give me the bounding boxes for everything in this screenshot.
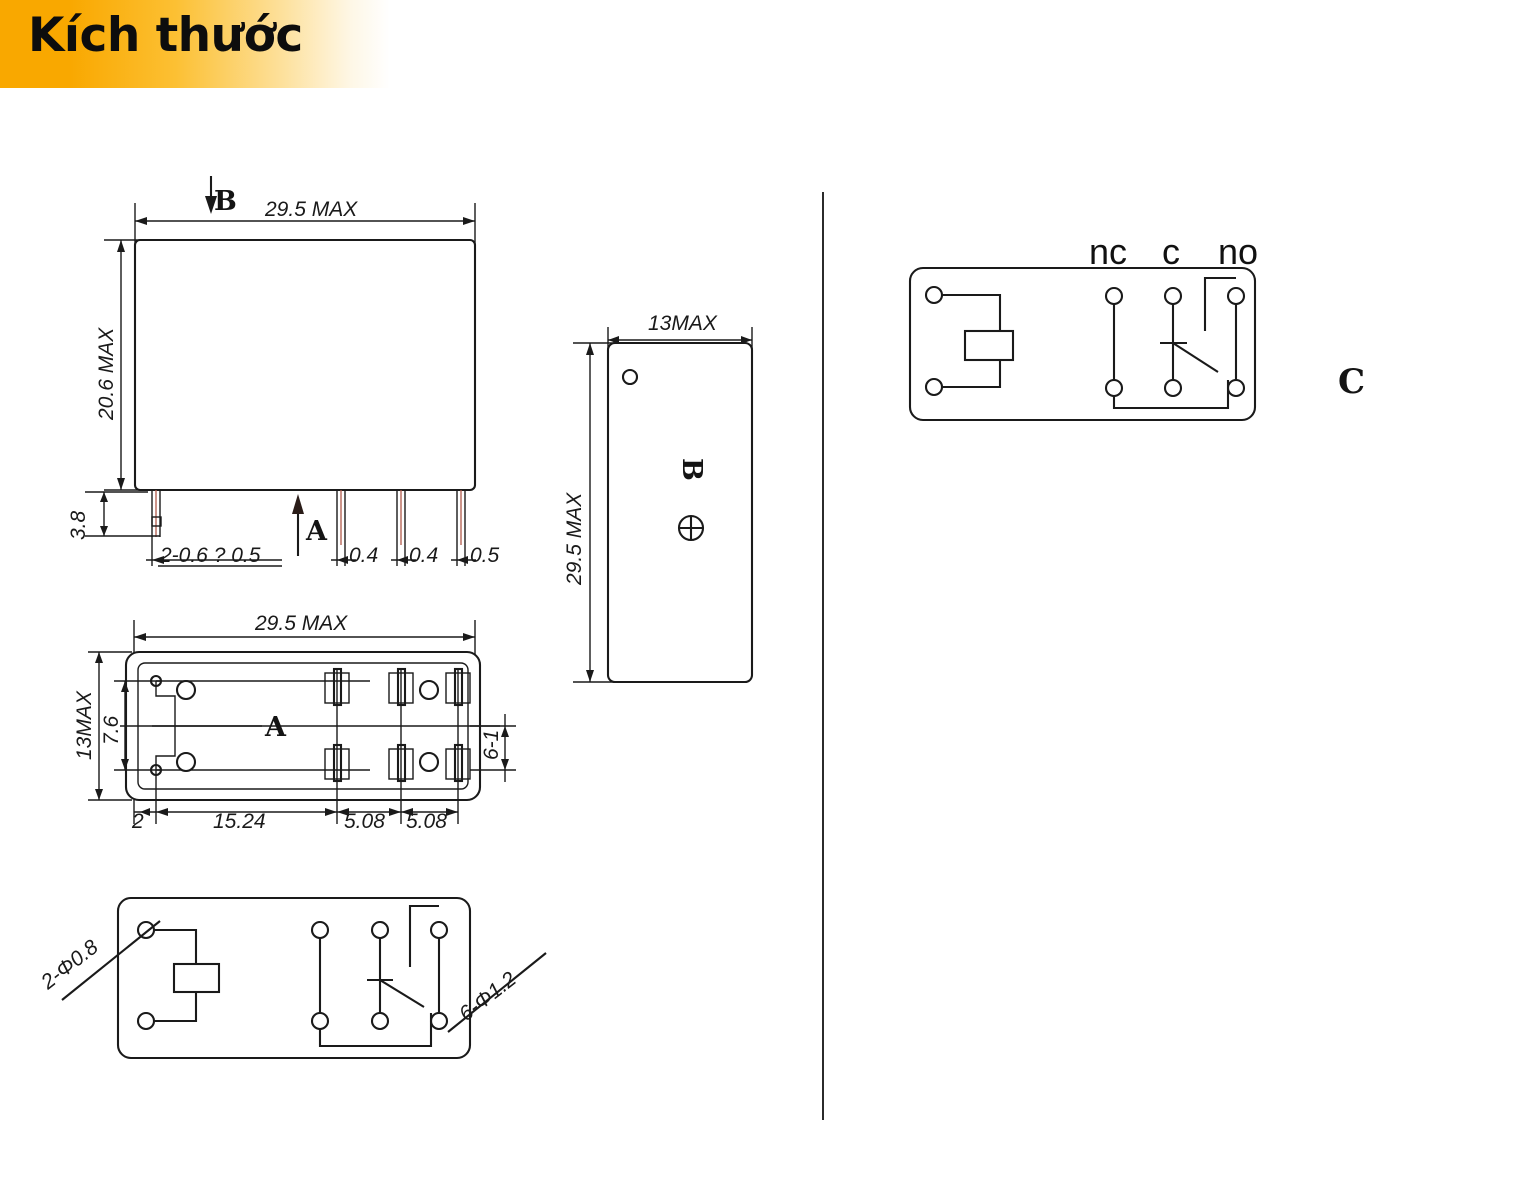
bottom-view-label: A	[264, 712, 287, 743]
dim-front-bottom-chain	[146, 536, 476, 566]
side-height-label: 29.5 MAX	[563, 492, 586, 586]
pcb-hole-c-bottom	[370, 1011, 390, 1031]
bottom-footprint-view	[88, 620, 516, 824]
front-section-arrow-b-label: B	[214, 186, 237, 217]
section-arrow-a	[292, 494, 304, 556]
dim-front-height	[104, 239, 140, 491]
pcb-coil-symbol	[172, 962, 221, 994]
side-vent-hole	[621, 368, 639, 386]
pcb-hole-no-bottom	[429, 1011, 449, 1031]
schematic-terminal-nc-top	[1104, 286, 1124, 306]
footprint-pocket-left	[155, 681, 176, 770]
dim-bottom-extension-lines	[133, 669, 459, 824]
footprint-coil-pins	[149, 674, 197, 777]
front-pin-width: 0.5	[470, 544, 500, 567]
front-coil-pin-note: 2-0.6 ? 0.5	[159, 544, 261, 567]
dim-bottom-pad-note	[470, 714, 516, 782]
schematic-terminal-label-no: no	[1218, 231, 1258, 272]
wiring-schematic-view	[908, 266, 1257, 422]
header-banner: Kích thước	[0, 0, 390, 88]
side-target-symbol	[677, 514, 705, 542]
dim-side-height	[573, 342, 614, 683]
bottom-edge-offset-label: 2	[131, 810, 144, 833]
page-title: Kích thước	[28, 8, 303, 63]
pcb-hole-layout-view	[61, 896, 547, 1060]
schematic-terminal-nc-bottom	[1104, 378, 1124, 398]
schematic-terminal-no-top	[1226, 286, 1246, 306]
front-pins	[151, 490, 466, 545]
schematic-outline	[908, 266, 1257, 422]
side-elevation-view	[573, 327, 754, 684]
front-section-arrow-a-label: A	[305, 516, 328, 547]
front-width-label: 29.5 MAX	[264, 198, 358, 221]
side-view-label: B	[676, 458, 707, 481]
schematic-terminal-no-bottom	[1226, 378, 1246, 398]
dim-bottom-height	[88, 651, 132, 801]
section-arrow-b	[205, 176, 217, 214]
schematic-coil-symbol	[963, 329, 1015, 362]
schematic-contact-circuit	[1104, 276, 1246, 410]
pcb-hole-no-top	[429, 920, 449, 940]
pcb-leader-coil	[61, 920, 161, 1001]
front-pin-gap-2: 0.4	[409, 544, 438, 567]
pcb-leader-contact	[447, 952, 547, 1033]
dim-bottom-chain	[134, 808, 458, 816]
pcb-coil-hole-label: 2-Φ0.8	[36, 935, 103, 994]
schematic-coil-terminal-top	[924, 285, 944, 305]
pcb-coil-circuit	[136, 920, 221, 1031]
pcb-hole-nc-bottom	[310, 1011, 330, 1031]
dim-front-width	[134, 203, 476, 246]
pcb-coil-hole-bottom	[136, 1011, 156, 1031]
schematic-terminal-c-top	[1163, 286, 1183, 306]
front-elevation-view	[85, 176, 477, 567]
relay-body-front	[133, 238, 477, 492]
relay-body-side	[606, 341, 754, 684]
schematic-terminal-c-bottom	[1163, 378, 1183, 398]
bottom-pad-note-label: 6-1	[480, 730, 503, 760]
schematic-coil-terminal-bottom	[924, 377, 944, 397]
pcb-outline	[116, 896, 472, 1060]
front-pin-length-label: 3.8	[67, 510, 90, 540]
bottom-pitch-2-label: 5.08	[406, 810, 447, 833]
front-height-label: 20.6 MAX	[95, 327, 118, 421]
dim-pin-length	[85, 491, 162, 537]
pcb-hole-c-top	[370, 920, 390, 940]
side-width-label: 13MAX	[648, 312, 718, 335]
pcb-hole-nc-top	[310, 920, 330, 940]
pcb-contact-circuit	[310, 904, 449, 1048]
schematic-terminal-label-nc: nc	[1089, 231, 1127, 272]
schematic-view-label: C	[1338, 362, 1365, 402]
schematic-coil-circuit	[924, 285, 1015, 397]
bottom-pitch-vertical-label: 7.6	[100, 715, 123, 745]
bottom-width-label: 29.5 MAX	[254, 612, 348, 635]
schematic-terminal-label-c: c	[1162, 231, 1180, 272]
bottom-height-label: 13MAX	[73, 690, 96, 760]
bottom-span-label: 15.24	[213, 810, 266, 833]
bottom-pitch-1-label: 5.08	[344, 810, 385, 833]
front-pin-gap-1: 0.4	[349, 544, 378, 567]
